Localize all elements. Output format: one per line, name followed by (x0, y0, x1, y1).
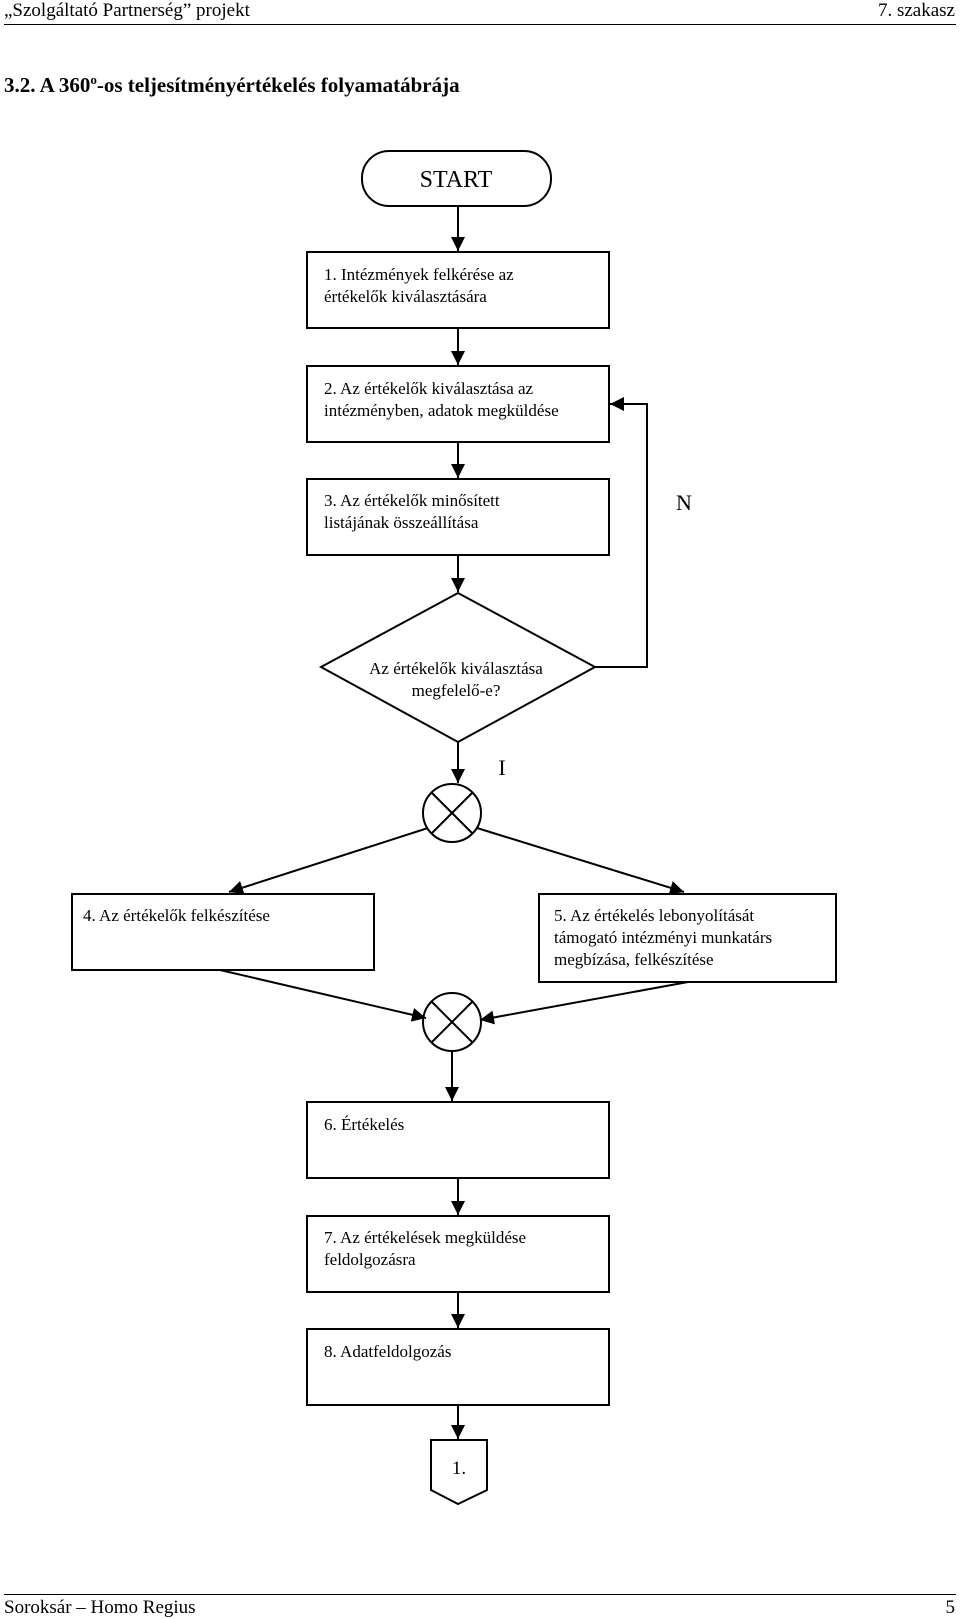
header-rule (4, 24, 956, 25)
footer-page-number: 5 (945, 1597, 956, 1618)
split-connector (422, 783, 482, 843)
footer-rule (4, 1594, 956, 1595)
header-project-title: „Szolgáltató Partnerség” projekt (4, 0, 250, 21)
start-terminal (361, 150, 552, 207)
step8-text: 8. Adatfeldolgozás (324, 1342, 451, 1361)
footer-author: Soroksár – Homo Regius (4, 1597, 196, 1618)
page-header: „Szolgáltató Partnerség” projekt 7. szak… (0, 0, 960, 26)
step8-box (306, 1328, 610, 1406)
header-section: 7. szakasz (877, 0, 955, 21)
offpage-connector-label: 1. (452, 1458, 466, 1479)
start-label: START (420, 167, 493, 193)
step6-box (306, 1101, 610, 1179)
step6-text: 6. Értékelés (324, 1115, 404, 1134)
yes-branch-label: I (498, 755, 505, 780)
step4-text: 4. Az értékelők felkészítése (83, 906, 270, 925)
no-branch-label: N (676, 490, 692, 515)
offpage-connector (430, 1439, 488, 1506)
page-title: 3.2. A 360o-os teljesítményértékelés fol… (4, 72, 460, 97)
